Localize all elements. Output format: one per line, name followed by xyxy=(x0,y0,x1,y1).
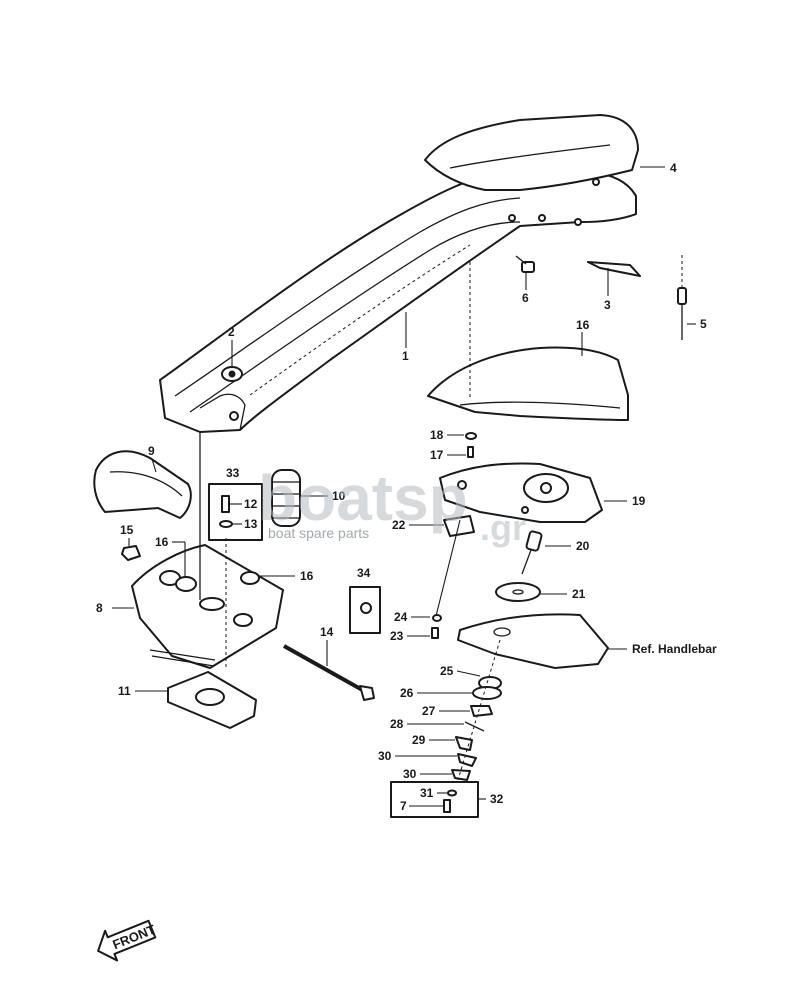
long-bolt-part-14 xyxy=(283,644,375,701)
kit-box-33 xyxy=(390,781,479,818)
disk-part-22 xyxy=(495,582,541,602)
callout-22: 21 xyxy=(572,587,586,601)
pin-part-21 xyxy=(521,530,543,575)
cover-part-17 xyxy=(427,346,629,421)
callout-16b: 16 xyxy=(300,569,314,583)
callout-21: 20 xyxy=(576,539,590,553)
callout-3: 3 xyxy=(604,298,611,312)
callout-31: 30 xyxy=(403,767,417,781)
callout-18: 17 xyxy=(430,448,444,462)
ref-handlebar-label: Ref. Handlebar xyxy=(632,642,717,656)
callout-16a: 16 xyxy=(155,535,169,549)
watermark-brand: boatsp xyxy=(258,462,468,534)
callout-30b: 30 xyxy=(378,749,392,763)
front-marker: FRONT xyxy=(97,919,158,962)
washer-part-27 xyxy=(472,686,502,700)
callout-30a: 29 xyxy=(412,733,426,747)
callout-15: 15 xyxy=(120,523,134,537)
callout-34: 33 xyxy=(226,466,240,480)
callout-4: 4 xyxy=(670,161,677,175)
elbow-part-30a xyxy=(455,736,473,751)
callout-35: 34 xyxy=(357,566,371,580)
callout-25: 24 xyxy=(394,610,408,624)
callout-29: 28 xyxy=(390,717,404,731)
clamp-part-31 xyxy=(451,769,471,781)
callout-7: 7 xyxy=(400,799,407,813)
washer-part-19 xyxy=(465,432,477,440)
callout-2: 2 xyxy=(228,325,235,339)
pad-part-9 xyxy=(93,450,192,519)
callout-26: 25 xyxy=(440,664,454,678)
clip-part-3 xyxy=(587,261,641,277)
callout-10: 10 xyxy=(332,489,346,503)
watermark: boatsp .gr boat spare parts xyxy=(258,462,526,548)
bolt-part-6 xyxy=(515,255,535,273)
callout-23: 22 xyxy=(392,518,406,532)
handlebar-plate xyxy=(457,613,609,669)
callout-labels: 1 2 3 4 5 6 16 18 17 19 22 20 21 24 23 R… xyxy=(96,161,717,813)
nut-part-28 xyxy=(470,705,493,717)
callout-32: 31 xyxy=(420,786,434,800)
callout-8: 8 xyxy=(96,601,103,615)
screw-part-18 xyxy=(467,446,474,458)
callout-1: 1 xyxy=(402,349,409,363)
callout-12: 12 xyxy=(244,497,258,511)
screw-part-24 xyxy=(431,627,439,639)
callout-11: 11 xyxy=(118,684,131,698)
bracket-part-8 xyxy=(131,544,284,669)
elbow-part-30b xyxy=(457,753,477,767)
callout-14: 14 xyxy=(320,625,334,639)
plate-part-20 xyxy=(439,462,603,523)
callout-28: 27 xyxy=(422,704,436,718)
callout-27: 26 xyxy=(400,686,414,700)
nut-part-15 xyxy=(121,545,141,561)
rivet-part-5 xyxy=(677,255,687,340)
watermark-suffix: .gr xyxy=(480,507,526,548)
callout-17: 16 xyxy=(576,318,590,332)
callout-33: 32 xyxy=(490,792,504,806)
callout-6: 6 xyxy=(522,291,529,305)
callout-13: 13 xyxy=(244,517,258,531)
washer-part-25 xyxy=(432,614,442,622)
watermark-tagline: boat spare parts xyxy=(268,525,369,541)
callout-20: 19 xyxy=(632,494,646,508)
callout-9: 9 xyxy=(148,444,155,458)
kit-box-34 xyxy=(208,483,263,541)
callout-5: 5 xyxy=(700,317,707,331)
base-plate-part-11 xyxy=(167,671,257,729)
callout-24: 23 xyxy=(390,629,404,643)
callout-19: 18 xyxy=(430,428,444,442)
bellows-part-10 xyxy=(271,469,301,527)
